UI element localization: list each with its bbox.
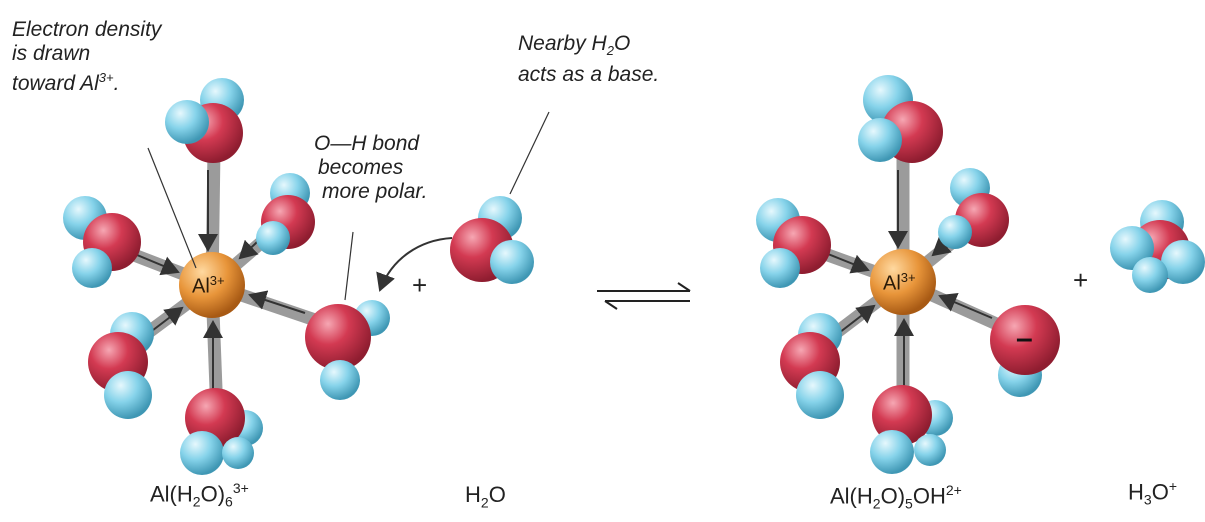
formula-water: H2O (465, 482, 506, 510)
right-water-bottom (870, 385, 953, 474)
nearby-water-molecule (450, 196, 534, 284)
formula-left-a: Al(H (150, 481, 193, 507)
formula-hydronium-sub: 3 (1143, 491, 1152, 508)
right-water-top (858, 75, 943, 163)
formula-left-sub2: 6 (225, 493, 233, 510)
formula-right-sub2: 5 (905, 495, 913, 512)
formula-right-c: OH (912, 483, 946, 509)
electron-density-line2: is drawn (12, 42, 91, 65)
right-water-lower-left (780, 313, 844, 419)
formula-water-a: H (465, 482, 481, 507)
oh-bond-annotation: O—H bond becomes more polar. (314, 132, 428, 204)
electron-density-charge: 3+ (98, 70, 114, 85)
formula-left-sub1: 2 (192, 493, 201, 510)
left-al-charge: 3+ (209, 273, 225, 288)
formula-pentaaqua-hydroxo-aluminum: Al(H2O)5OH2+ (830, 482, 962, 512)
right-aluminum-ion (870, 249, 936, 315)
right-water-upper-right (938, 168, 1009, 249)
plus-sign-left: + (412, 270, 428, 300)
nearby-water-annotation: Nearby H2O acts as a base. (518, 32, 659, 87)
water-ligand-lower-left (88, 312, 154, 419)
oh-bond-line3: more polar. (322, 180, 428, 203)
electron-density-line3-text: toward Al (12, 72, 99, 95)
left-complex (63, 78, 390, 475)
oh-bond-line2: becomes (318, 156, 404, 179)
nearby-water-line1-post: O (613, 32, 631, 55)
nearby-water-line1-sub: 2 (606, 43, 614, 59)
formula-left-sup: 3+ (232, 480, 249, 496)
water-ligand-top (165, 78, 244, 163)
formula-right-sub1: 2 (872, 495, 881, 512)
formula-right-a: Al(H (830, 483, 873, 509)
formula-left-b: O) (200, 481, 226, 507)
right-complex (756, 75, 1060, 474)
electron-density-line1: Electron density (12, 18, 162, 41)
left-al-label: Al3+ (192, 273, 225, 299)
nearby-water-line1: Nearby H2O (518, 32, 659, 63)
water-ligand-right (305, 300, 390, 400)
formula-hydronium-a: H (1128, 479, 1144, 505)
formula-right-sup: 2+ (945, 482, 962, 498)
electron-density-line3: toward Al3+. (12, 66, 161, 96)
formula-hydronium-sup: + (1168, 478, 1177, 494)
hydroxide-negative-charge: – (1016, 322, 1033, 355)
right-al-charge: 3+ (900, 270, 916, 285)
left-aluminum-ion (179, 252, 245, 318)
formula-water-sub: 2 (480, 494, 489, 511)
proton-transfer-arrow (376, 237, 453, 292)
plus-sign-right: + (1073, 265, 1089, 295)
water-ligand-bottom (180, 388, 263, 475)
right-water-left (756, 198, 831, 288)
nearby-water-line1-pre: Nearby H (518, 32, 607, 55)
formula-hexaaqua-aluminum: Al(H2O)63+ (150, 480, 249, 510)
formula-hydronium-b: O (1151, 479, 1169, 505)
nearby-water-line2: acts as a base. (518, 63, 660, 87)
water-ligand-left (63, 196, 141, 288)
right-al-label: Al3+ (883, 270, 916, 296)
hydroxide-ligand (990, 305, 1060, 397)
formula-hydronium: H3O+ (1128, 478, 1177, 508)
electron-density-annotation: Electron density is drawn toward Al3+. (12, 18, 161, 96)
right-al-symbol: Al (883, 272, 901, 295)
water-ligand-upper-right (256, 173, 315, 255)
equilibrium-arrows (597, 282, 691, 310)
electron-density-period: . (113, 72, 120, 95)
oh-bond-line1: O—H bond (314, 132, 420, 155)
formula-right-b: O) (880, 483, 906, 509)
hydronium-molecule (1110, 200, 1205, 293)
annotation-leaders (147, 111, 550, 301)
left-al-symbol: Al (192, 275, 210, 298)
formula-water-b: O (488, 482, 506, 507)
